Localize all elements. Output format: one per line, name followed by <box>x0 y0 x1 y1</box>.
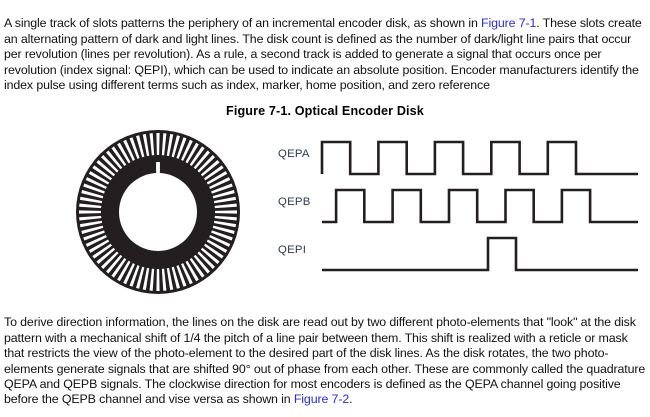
signal-row-qepb: QEPB <box>272 184 646 230</box>
disk-slot <box>214 210 237 214</box>
disk-slot <box>193 254 210 274</box>
disk-slot <box>189 146 205 166</box>
disk-slot <box>111 146 127 166</box>
disk-slot <box>156 268 160 291</box>
intro-paragraph: A single track of slots patterns the per… <box>4 16 646 93</box>
disk-slot <box>213 196 237 204</box>
signal-row-qepi: QEPI <box>272 232 646 278</box>
disk-slot <box>176 265 187 287</box>
disk-slot <box>79 215 102 221</box>
disk-slot <box>206 239 228 253</box>
encoder-disk-svg <box>76 130 240 294</box>
disk-slot <box>92 165 112 181</box>
disk-slot <box>214 215 237 221</box>
disk-slot <box>166 133 174 157</box>
disk-slot <box>185 142 199 164</box>
waveform-qepb <box>322 188 638 224</box>
disk-slot <box>79 203 102 209</box>
disk-slot <box>209 177 231 189</box>
disk-slot <box>101 251 119 269</box>
disk-slot <box>171 135 180 158</box>
disk-slot <box>197 251 215 269</box>
disk-slot <box>81 190 104 199</box>
disk-slot <box>96 160 116 177</box>
intro-text-part-1: A single track of slots patterns the per… <box>4 16 482 31</box>
disk-slot <box>209 235 231 247</box>
intro-text-part-2: . These slots create an alternating patt… <box>4 16 642 93</box>
disk-slot <box>211 230 233 241</box>
disk-slot <box>204 165 224 181</box>
disk-slot <box>181 263 193 285</box>
disk-slot <box>96 247 116 264</box>
signal-label-qepi: QEPI <box>278 244 307 256</box>
disk-index-slot <box>156 162 160 175</box>
waveform-qepi <box>322 236 638 272</box>
disk-slot <box>181 139 193 161</box>
disk-slot <box>211 183 233 194</box>
disk-slot <box>117 260 131 282</box>
disk-slot <box>129 265 140 287</box>
signal-label-qepb: QEPB <box>278 196 311 208</box>
disk-slot <box>88 171 110 185</box>
disk-slot <box>101 155 119 173</box>
disk-slot <box>171 266 180 289</box>
disk-slot <box>85 177 107 189</box>
disk-slot <box>83 230 105 241</box>
disk-slot <box>92 243 112 259</box>
disk-slot <box>156 133 160 156</box>
disk-slot <box>85 235 107 247</box>
disk-slot <box>166 267 174 291</box>
disk-slot <box>142 267 150 291</box>
disk-slot <box>81 225 104 234</box>
disk-slot <box>106 150 123 170</box>
waveform-panel: QEPA QEPB QEPI <box>272 132 646 294</box>
disk-slot <box>117 142 131 164</box>
disk-slot <box>212 190 235 199</box>
signal-label-qepa: QEPA <box>278 148 310 160</box>
disk-slot-track <box>79 133 237 291</box>
disk-slot <box>123 139 135 161</box>
disk-slot <box>176 137 187 159</box>
disk-slot <box>161 268 167 291</box>
disk-slot <box>83 183 105 194</box>
disk-slot <box>193 150 210 170</box>
direction-text-part-1: To derive direction information, the lin… <box>4 315 646 407</box>
figure-7-1-link[interactable]: Figure 7-1 <box>481 16 537 31</box>
disk-slot <box>213 220 237 228</box>
disk-slot <box>204 243 224 259</box>
disk-slot <box>206 171 228 185</box>
disk-slot <box>129 137 140 159</box>
disk-slot <box>106 254 123 274</box>
disk-slot <box>197 155 215 173</box>
encoder-disk-graphic <box>58 126 258 298</box>
disk-slot <box>79 210 102 214</box>
disk-slot <box>79 220 103 228</box>
direction-text-part-2: . <box>349 392 353 407</box>
disk-slot <box>136 135 145 158</box>
disk-slot <box>185 260 199 282</box>
disk-slot <box>214 203 237 209</box>
disk-slot <box>200 247 220 264</box>
waveform-qepa <box>320 140 638 176</box>
disk-slot <box>123 263 135 285</box>
disk-slot <box>149 268 155 291</box>
direction-paragraph: To derive direction information, the lin… <box>4 315 646 407</box>
disk-slot <box>212 225 235 234</box>
figure-caption: Figure 7-1. Optical Encoder Disk <box>226 104 424 118</box>
disk-slot <box>189 258 205 278</box>
disk-slot <box>149 133 155 156</box>
figure-7-2-link[interactable]: Figure 7-2 <box>293 392 350 407</box>
disk-slot <box>136 266 145 289</box>
disk-slot <box>88 239 110 253</box>
disk-slot <box>111 258 127 278</box>
figure-7-1-body: QEPA QEPB QEPI <box>0 124 650 300</box>
disk-slot <box>142 133 150 157</box>
disk-slot <box>79 196 103 204</box>
disk-slot <box>161 133 167 156</box>
signal-row-qepa: QEPA <box>272 136 646 182</box>
disk-slot <box>200 160 220 177</box>
disk-index-mark <box>156 162 160 175</box>
